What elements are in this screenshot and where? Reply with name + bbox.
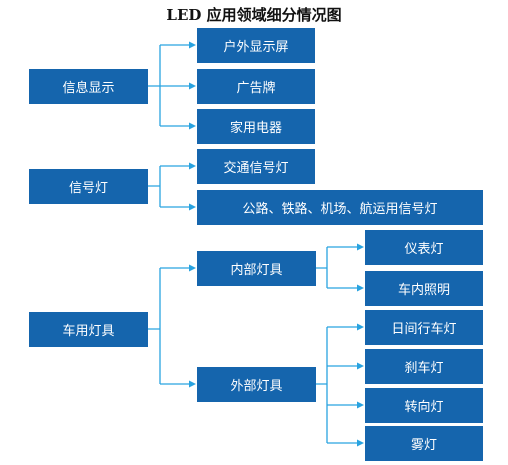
node-home-appliance-label: 家用电器	[229, 121, 282, 136]
node-brake-lamp-label: 刹车灯	[404, 361, 444, 376]
node-signal-lights-label: 信号灯	[68, 181, 108, 196]
node-instrument-lamp-label: 仪表灯	[404, 242, 444, 257]
node-fog-lamp: 雾灯	[365, 426, 483, 461]
connector-signal-trunk	[148, 165, 189, 208]
node-billboard-label: 广告牌	[236, 81, 276, 96]
arrow-to-interior-lamps	[189, 264, 196, 272]
node-exterior-lamps: 外部灯具	[197, 367, 316, 402]
node-home-appliance: 家用电器	[197, 109, 315, 144]
connector-info-trunk	[148, 44, 189, 127]
node-cabin-lighting-label: 车内照明	[397, 283, 450, 298]
arrow-to-transport-signal	[189, 203, 196, 211]
connector-interior-trunk	[316, 246, 357, 289]
node-traffic-light-label: 交通信号灯	[223, 161, 289, 176]
node-outdoor-display: 户外显示屏	[197, 28, 315, 63]
arrow-to-brake-lamp	[357, 362, 364, 370]
node-instrument-lamp: 仪表灯	[365, 230, 483, 265]
node-signal-lights: 信号灯	[29, 169, 148, 204]
arrow-to-traffic-light	[189, 162, 196, 170]
node-cabin-lighting: 车内照明	[365, 271, 483, 306]
connector-exterior-trunk	[316, 326, 357, 444]
arrow-to-billboard	[189, 82, 196, 90]
node-info-display: 信息显示	[29, 69, 148, 104]
arrow-to-drl	[357, 323, 364, 331]
arrow-to-turn-signal	[357, 401, 364, 409]
node-transport-signal-label: 公路、铁路、机场、航运用信号灯	[242, 202, 438, 217]
arrow-to-exterior-lamps	[189, 380, 196, 388]
node-vehicle-lamps-label: 车用灯具	[62, 324, 115, 339]
node-turn-signal: 转向灯	[365, 388, 483, 423]
node-exterior-lamps-label: 外部灯具	[230, 379, 283, 394]
arrow-to-instrument-lamp	[357, 243, 364, 251]
diagram-title: LED 应用领域细分情况图	[166, 6, 342, 24]
arrow-to-home-appliance	[189, 122, 196, 130]
node-daytime-running-lamp-label: 日间行车灯	[391, 322, 457, 337]
node-interior-lamps-label: 内部灯具	[230, 263, 283, 278]
arrow-to-cabin-lighting	[357, 284, 364, 292]
arrow-to-outdoor-display	[189, 41, 196, 49]
node-fog-lamp-label: 雾灯	[410, 438, 437, 453]
node-info-display-label: 信息显示	[62, 81, 115, 96]
node-turn-signal-label: 转向灯	[404, 400, 444, 415]
connector-vehicle-trunk	[148, 267, 189, 385]
node-traffic-light: 交通信号灯	[197, 149, 315, 184]
node-brake-lamp: 刹车灯	[365, 349, 483, 384]
node-daytime-running-lamp: 日间行车灯	[365, 310, 483, 345]
node-vehicle-lamps: 车用灯具	[29, 312, 148, 347]
node-transport-signal: 公路、铁路、机场、航运用信号灯	[197, 190, 483, 225]
node-billboard: 广告牌	[197, 69, 315, 104]
node-outdoor-display-label: 户外显示屏	[223, 40, 289, 55]
node-interior-lamps: 内部灯具	[197, 251, 316, 286]
arrow-to-fog-lamp	[357, 439, 364, 447]
